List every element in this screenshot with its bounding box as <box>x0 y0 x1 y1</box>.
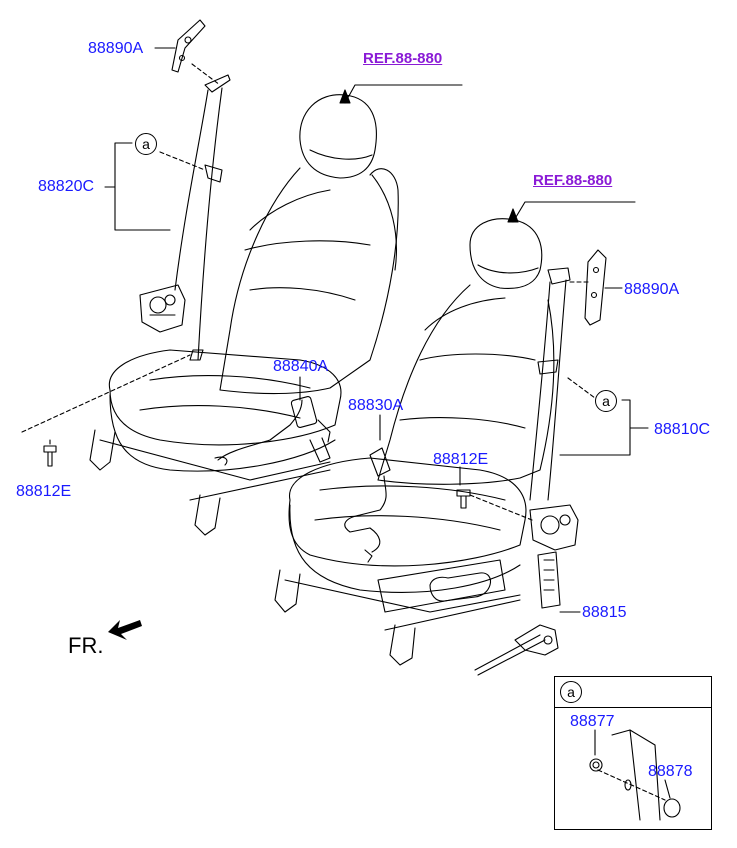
right-seat <box>274 218 607 676</box>
inset-header <box>555 677 711 708</box>
label-88812e-right-bolt[interactable]: 88812E <box>433 451 489 468</box>
detail-inset-box <box>554 676 712 830</box>
inset-callout-a: a <box>560 681 582 703</box>
callout-a-left[interactable]: a <box>135 133 157 155</box>
front-direction-arrow-icon <box>108 620 142 640</box>
label-88810c-right-belt[interactable]: 88810C <box>654 421 711 438</box>
label-88815-height-adjuster[interactable]: 88815 <box>582 604 627 621</box>
label-88878-cap[interactable]: 88878 <box>648 763 693 780</box>
label-88812e-left-bolt[interactable]: 88812E <box>16 483 72 500</box>
inset-detail-drawing <box>589 729 681 821</box>
label-88877-clip[interactable]: 88877 <box>570 713 615 730</box>
ref-arrow-right-icon <box>507 208 519 223</box>
ref-link-right-seat[interactable]: REF.88-880 <box>533 172 613 189</box>
ref-arrow-left-icon <box>339 89 351 104</box>
label-88890a-upper-anchor[interactable]: 88890A <box>88 40 144 57</box>
leader-lines <box>104 47 671 799</box>
callout-a-right[interactable]: a <box>595 390 617 412</box>
label-88890a-right-anchor[interactable]: 88890A <box>624 281 680 298</box>
label-88820c-left-belt[interactable]: 88820C <box>38 178 95 195</box>
front-direction-label: FR. <box>68 633 104 658</box>
label-88840a-left-buckle[interactable]: 88840A <box>273 358 329 375</box>
ref-link-left-seat[interactable]: REF.88-880 <box>363 50 443 67</box>
label-88830a-right-buckle[interactable]: 88830A <box>348 397 404 414</box>
left-seat <box>43 19 399 536</box>
